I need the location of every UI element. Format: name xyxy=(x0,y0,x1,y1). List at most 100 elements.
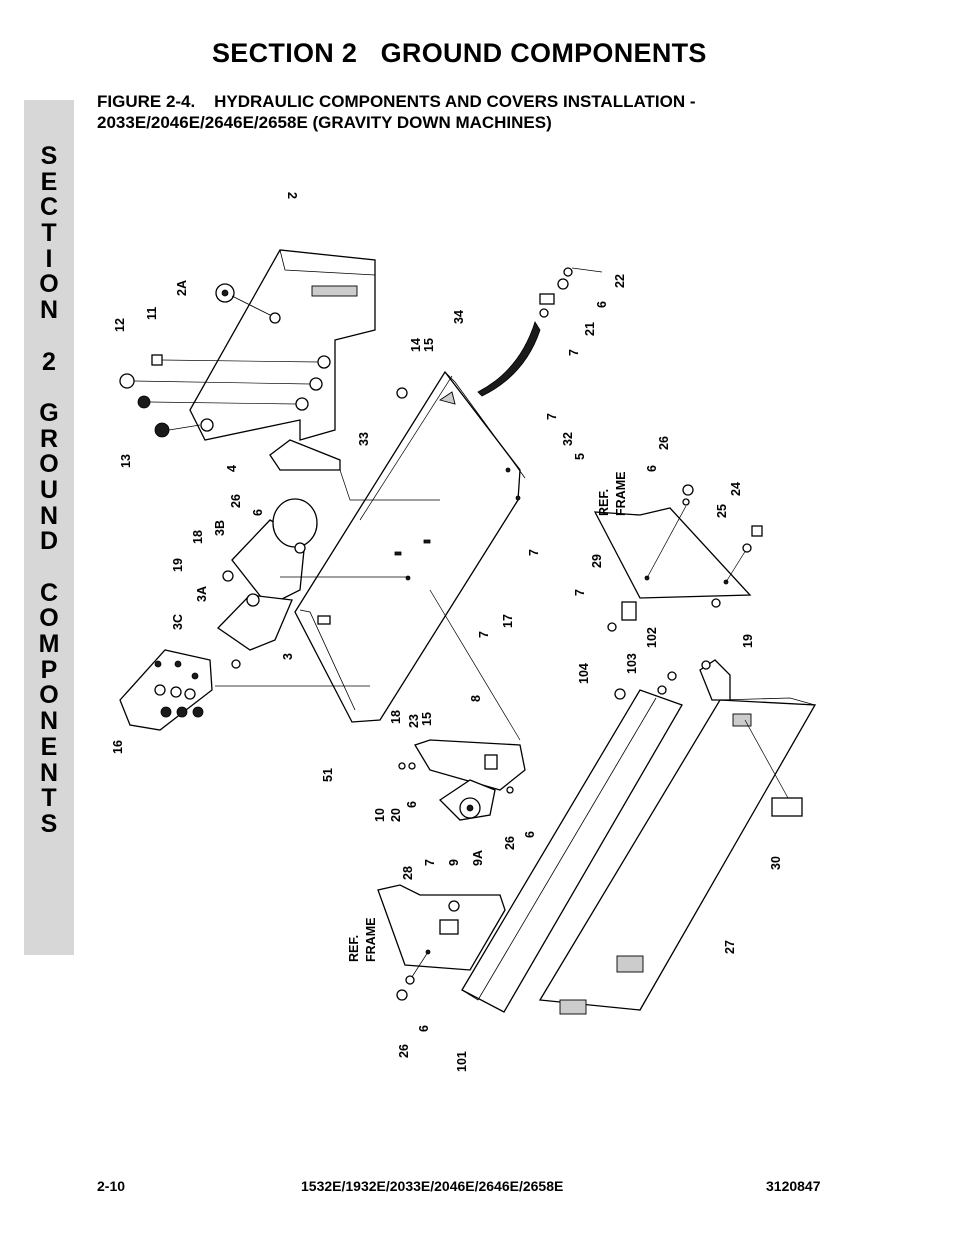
callout: 30 xyxy=(769,856,783,870)
callout: 6 xyxy=(595,301,609,308)
callout: 102 xyxy=(645,627,659,648)
callout: 22 xyxy=(613,274,627,288)
callout: 6 xyxy=(417,1025,431,1032)
detail-arrow xyxy=(477,321,541,397)
callout: 14 xyxy=(409,338,423,352)
callout: 25 xyxy=(715,504,729,518)
mount-bracket xyxy=(414,739,526,791)
side-tab-letter: S xyxy=(40,809,58,838)
callout: 7 xyxy=(423,859,437,866)
tank-fittings xyxy=(119,354,319,438)
callout: 5 xyxy=(573,453,587,460)
callout: 9A xyxy=(471,850,485,866)
callout: 20 xyxy=(389,808,403,822)
callout: 18 xyxy=(191,530,205,544)
ref-frame-lower xyxy=(377,884,506,1001)
callout: 12 xyxy=(113,318,127,332)
side-tab-letter: 2 xyxy=(42,347,56,376)
side-tab-letter xyxy=(24,555,74,581)
callouts: 2 2A 11 12 13 14 15 34 22 6 21 7 4 33 26… xyxy=(111,192,783,1072)
callout: 6 xyxy=(251,509,265,516)
nut-7 xyxy=(607,622,617,632)
callout: 28 xyxy=(401,866,415,880)
ref-frame-upper xyxy=(593,484,763,608)
ref-frame-label-upper-b: FRAME xyxy=(614,472,628,516)
callout: 32 xyxy=(561,432,575,446)
document-number: 3120847 xyxy=(766,1178,821,1194)
callout: 23 xyxy=(407,714,421,728)
figure-title: FIGURE 2-4. HYDRAULIC COMPONENTS AND COV… xyxy=(97,91,695,133)
ref-frame-label-lower-b: FRAME xyxy=(364,918,378,962)
callout: 4 xyxy=(225,465,239,472)
ref-frame-label-upper-a: REF. xyxy=(597,489,611,516)
side-tab-letter: S xyxy=(40,142,58,170)
cover-101 xyxy=(461,671,683,1013)
callout: 33 xyxy=(357,432,371,446)
callout: 34 xyxy=(452,310,466,324)
callout: 2A xyxy=(175,280,189,296)
callout: 104 xyxy=(577,663,591,684)
breather-fitting xyxy=(396,387,408,399)
side-tab-letter: C xyxy=(39,578,59,607)
side-tab-letter: D xyxy=(39,527,59,556)
callout: 7 xyxy=(477,631,491,638)
callout: 7 xyxy=(573,589,587,596)
callout: 11 xyxy=(145,307,159,320)
side-tab-letter: T xyxy=(41,219,57,248)
section-title: SECTION 2 GROUND COMPONENTS xyxy=(212,38,707,68)
callout: 18 xyxy=(389,710,403,724)
hydraulic-pump xyxy=(216,570,293,669)
callout: 27 xyxy=(723,940,737,954)
callout: 26 xyxy=(229,494,243,508)
side-tab-letter: N xyxy=(39,707,59,736)
callout: 6 xyxy=(645,465,659,472)
mount-leader xyxy=(429,589,521,741)
figure-title-line-1: FIGURE 2-4. HYDRAULIC COMPONENTS AND COV… xyxy=(97,92,696,111)
callout: 24 xyxy=(729,482,743,496)
washer-20 xyxy=(408,762,416,770)
model-list: 1532E/1932E/2033E/2046E/2646E/2658E xyxy=(301,1178,564,1194)
figure-title-line-2: 2033E/2046E/2646E/2658E (GRAVITY DOWN MA… xyxy=(97,113,552,132)
fitting-detail-cluster xyxy=(539,267,603,318)
callout: 19 xyxy=(741,634,755,648)
side-tab-letter: E xyxy=(40,167,58,196)
callout: 26 xyxy=(503,836,517,850)
callout: 3 xyxy=(281,653,295,660)
bracket-29 xyxy=(621,601,637,621)
callout: 29 xyxy=(590,554,604,568)
side-tab-letter: G xyxy=(39,398,59,427)
callout: 21 xyxy=(583,322,597,336)
callout: 7 xyxy=(527,549,541,556)
callout: 13 xyxy=(119,454,133,468)
callout: 6 xyxy=(523,831,537,838)
control-motor xyxy=(438,779,496,821)
callout: 17 xyxy=(501,614,515,628)
valve-block xyxy=(119,649,370,731)
side-tab-letter: O xyxy=(39,604,59,633)
side-tab-letter: N xyxy=(39,296,59,325)
side-tab-letter: M xyxy=(38,630,60,659)
tank-bracket xyxy=(269,439,440,501)
side-tab-letter: E xyxy=(40,732,58,761)
side-tab-letter: N xyxy=(39,501,59,530)
callout: 7 xyxy=(545,413,559,420)
exploded-parts-diagram: 2 2A 11 12 13 14 15 34 22 6 21 7 4 33 26… xyxy=(111,192,817,1072)
callout: 26 xyxy=(397,1044,411,1058)
side-tab-letter: I xyxy=(45,244,53,273)
callout: 3A xyxy=(195,586,209,602)
side-tab-letter: T xyxy=(41,784,57,813)
side-tab-letter: C xyxy=(39,193,59,222)
section-side-tab: S E C T I O N 2 G R O U N D C O M P O N … xyxy=(24,100,74,955)
callout: 19 xyxy=(171,558,185,572)
base-plate xyxy=(294,370,526,723)
callout: 51 xyxy=(321,768,335,782)
side-tab-letter: O xyxy=(39,270,59,299)
side-tab-letter: U xyxy=(39,475,59,504)
callout: 7 xyxy=(567,349,581,356)
callout: 16 xyxy=(111,740,125,754)
page-number: 2-10 xyxy=(97,1178,126,1194)
side-tab-letters: S E C T I O N 2 G R O U N D C O M P O N … xyxy=(24,142,74,838)
washer-6 xyxy=(506,786,514,794)
washer-10 xyxy=(398,762,406,770)
callout: 15 xyxy=(420,712,434,726)
